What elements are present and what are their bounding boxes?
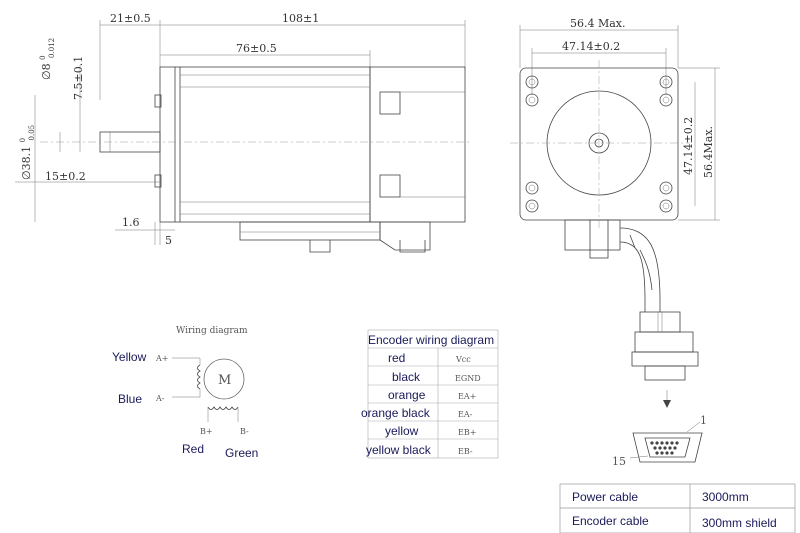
phase-a-plus: A+ xyxy=(155,354,168,363)
motor-wiring-title: Wiring diagram xyxy=(176,326,248,336)
encoder-row-signal: EB- xyxy=(458,447,473,456)
dim-hole-spacing-v: 47.14±0.2 xyxy=(682,117,695,175)
dim-pilot-dia: ∅38.1 0 0.05 xyxy=(15,125,36,180)
motor-symbol xyxy=(203,358,245,400)
dim-shaft-length: 15±0.2 xyxy=(45,170,86,183)
wire-red-label: Red xyxy=(182,442,204,456)
encoder-row-color: red xyxy=(388,351,405,365)
motor-symbol-label: M xyxy=(218,373,231,388)
dim-flange-offset: 21±0.5 xyxy=(110,12,151,25)
cable-row-label: Encoder cable xyxy=(572,514,649,528)
phase-b-minus: B- xyxy=(240,427,249,436)
dim-shaft-dia: ∅8 0 0.012 xyxy=(35,38,56,80)
encoder-row-color: orange black xyxy=(361,406,431,420)
encoder-housing xyxy=(369,66,466,223)
dim-body-length: 76±0.5 xyxy=(236,42,277,55)
encoder-row-signal: EA- xyxy=(458,410,473,419)
encoder-row-signal: EB+ xyxy=(458,428,476,437)
db15-connector: 1 15 xyxy=(612,414,707,468)
encoder-row-color: yellow xyxy=(385,424,419,438)
phase-a-minus: A- xyxy=(155,394,165,403)
pin-label-15: 15 xyxy=(612,455,626,468)
cable-row-value: 300mm shield xyxy=(702,516,777,530)
dim-hole-spacing-h: 47.14±0.2 xyxy=(562,40,620,53)
encoder-row-color: orange xyxy=(388,388,426,402)
encoder-row-signal: EGND xyxy=(455,374,481,383)
cable-table: Power cable 3000mm Encoder cable 300mm s… xyxy=(559,483,796,533)
dim-total-length: 108±1 xyxy=(282,12,319,25)
dim-width-max: 56.4 Max. xyxy=(570,17,626,30)
motor-wiring-diagram: Wiring diagram M Yellow A+ Blue A- B+ B-… xyxy=(112,326,258,460)
encoder-row-color: yellow black xyxy=(366,443,432,457)
encoder-cable xyxy=(564,219,699,408)
wire-green-label: Green xyxy=(225,446,258,460)
dim-step: 5 xyxy=(165,234,172,247)
encoder-row-color: black xyxy=(392,370,421,384)
encoder-row-signal: EA+ xyxy=(458,392,476,401)
cable-row-label: Power cable xyxy=(572,490,638,504)
encoder-table-title: Encoder wiring diagram xyxy=(368,333,494,347)
wire-yellow-label: Yellow xyxy=(112,350,147,364)
encoder-wiring-table: Encoder wiring diagram red Vcc black EGN… xyxy=(361,329,499,459)
motor-body xyxy=(159,66,371,223)
dim-flat-height: 7.5±0.1 xyxy=(72,56,85,100)
dim-flange-thickness: 1.6 xyxy=(122,216,140,229)
front-view: 56.4 Max. 47.14±0.2 47.14±0.2 56.4Max. xyxy=(510,17,720,468)
wire-blue-label: Blue xyxy=(118,392,142,406)
dim-height-max: 56.4Max. xyxy=(702,126,715,178)
side-view: 21±0.5 108±1 76±0.5 ∅8 0 0.012 7.5±0.1 xyxy=(15,12,470,253)
cable-row-value: 3000mm xyxy=(702,490,749,504)
pin-label-1: 1 xyxy=(700,414,707,427)
encoder-row-signal: Vcc xyxy=(455,355,471,364)
mount-holes xyxy=(525,75,673,213)
phase-b-plus: B+ xyxy=(200,427,213,436)
